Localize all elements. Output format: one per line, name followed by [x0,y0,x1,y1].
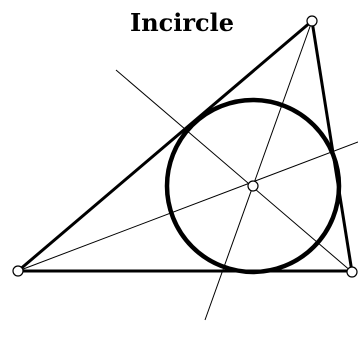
incircle [164,97,342,275]
diagram-title: Incircle [130,8,235,37]
vertex-point-left[interactable] [12,265,24,277]
bisector-line-left [17,141,358,272]
triangle-side-right [310,20,354,273]
bisector-line-right [115,69,353,273]
vertex-point-top[interactable] [306,15,318,27]
incenter-point[interactable] [247,180,259,192]
vertex-point-right[interactable] [346,266,358,278]
triangle-side-left [17,19,313,273]
